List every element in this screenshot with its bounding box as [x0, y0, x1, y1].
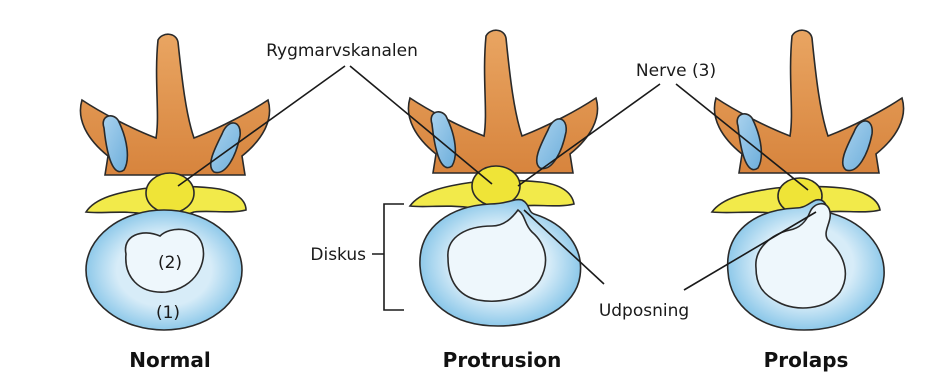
nerve-label: Nerve (3) [636, 61, 716, 81]
caption-prolapse: Prolaps [764, 348, 849, 372]
disc-bracket [372, 204, 404, 310]
vertebra-normal: (2) (1) [80, 34, 269, 330]
leader-canal-protrusion [350, 66, 492, 184]
bulge-label: Udposning [599, 301, 689, 321]
spinal-canal-label: Rygmarvskanalen [266, 41, 418, 61]
vertebra-protrusion [408, 30, 597, 326]
leader-canal-normal [178, 66, 345, 186]
nucleus-label: (2) [158, 253, 182, 273]
disc-label: Diskus [310, 245, 366, 265]
annulus-label: (1) [156, 303, 180, 323]
caption-protrusion: Protrusion [443, 348, 562, 372]
vertebra-prolapse [712, 30, 904, 330]
caption-normal: Normal [129, 348, 211, 372]
